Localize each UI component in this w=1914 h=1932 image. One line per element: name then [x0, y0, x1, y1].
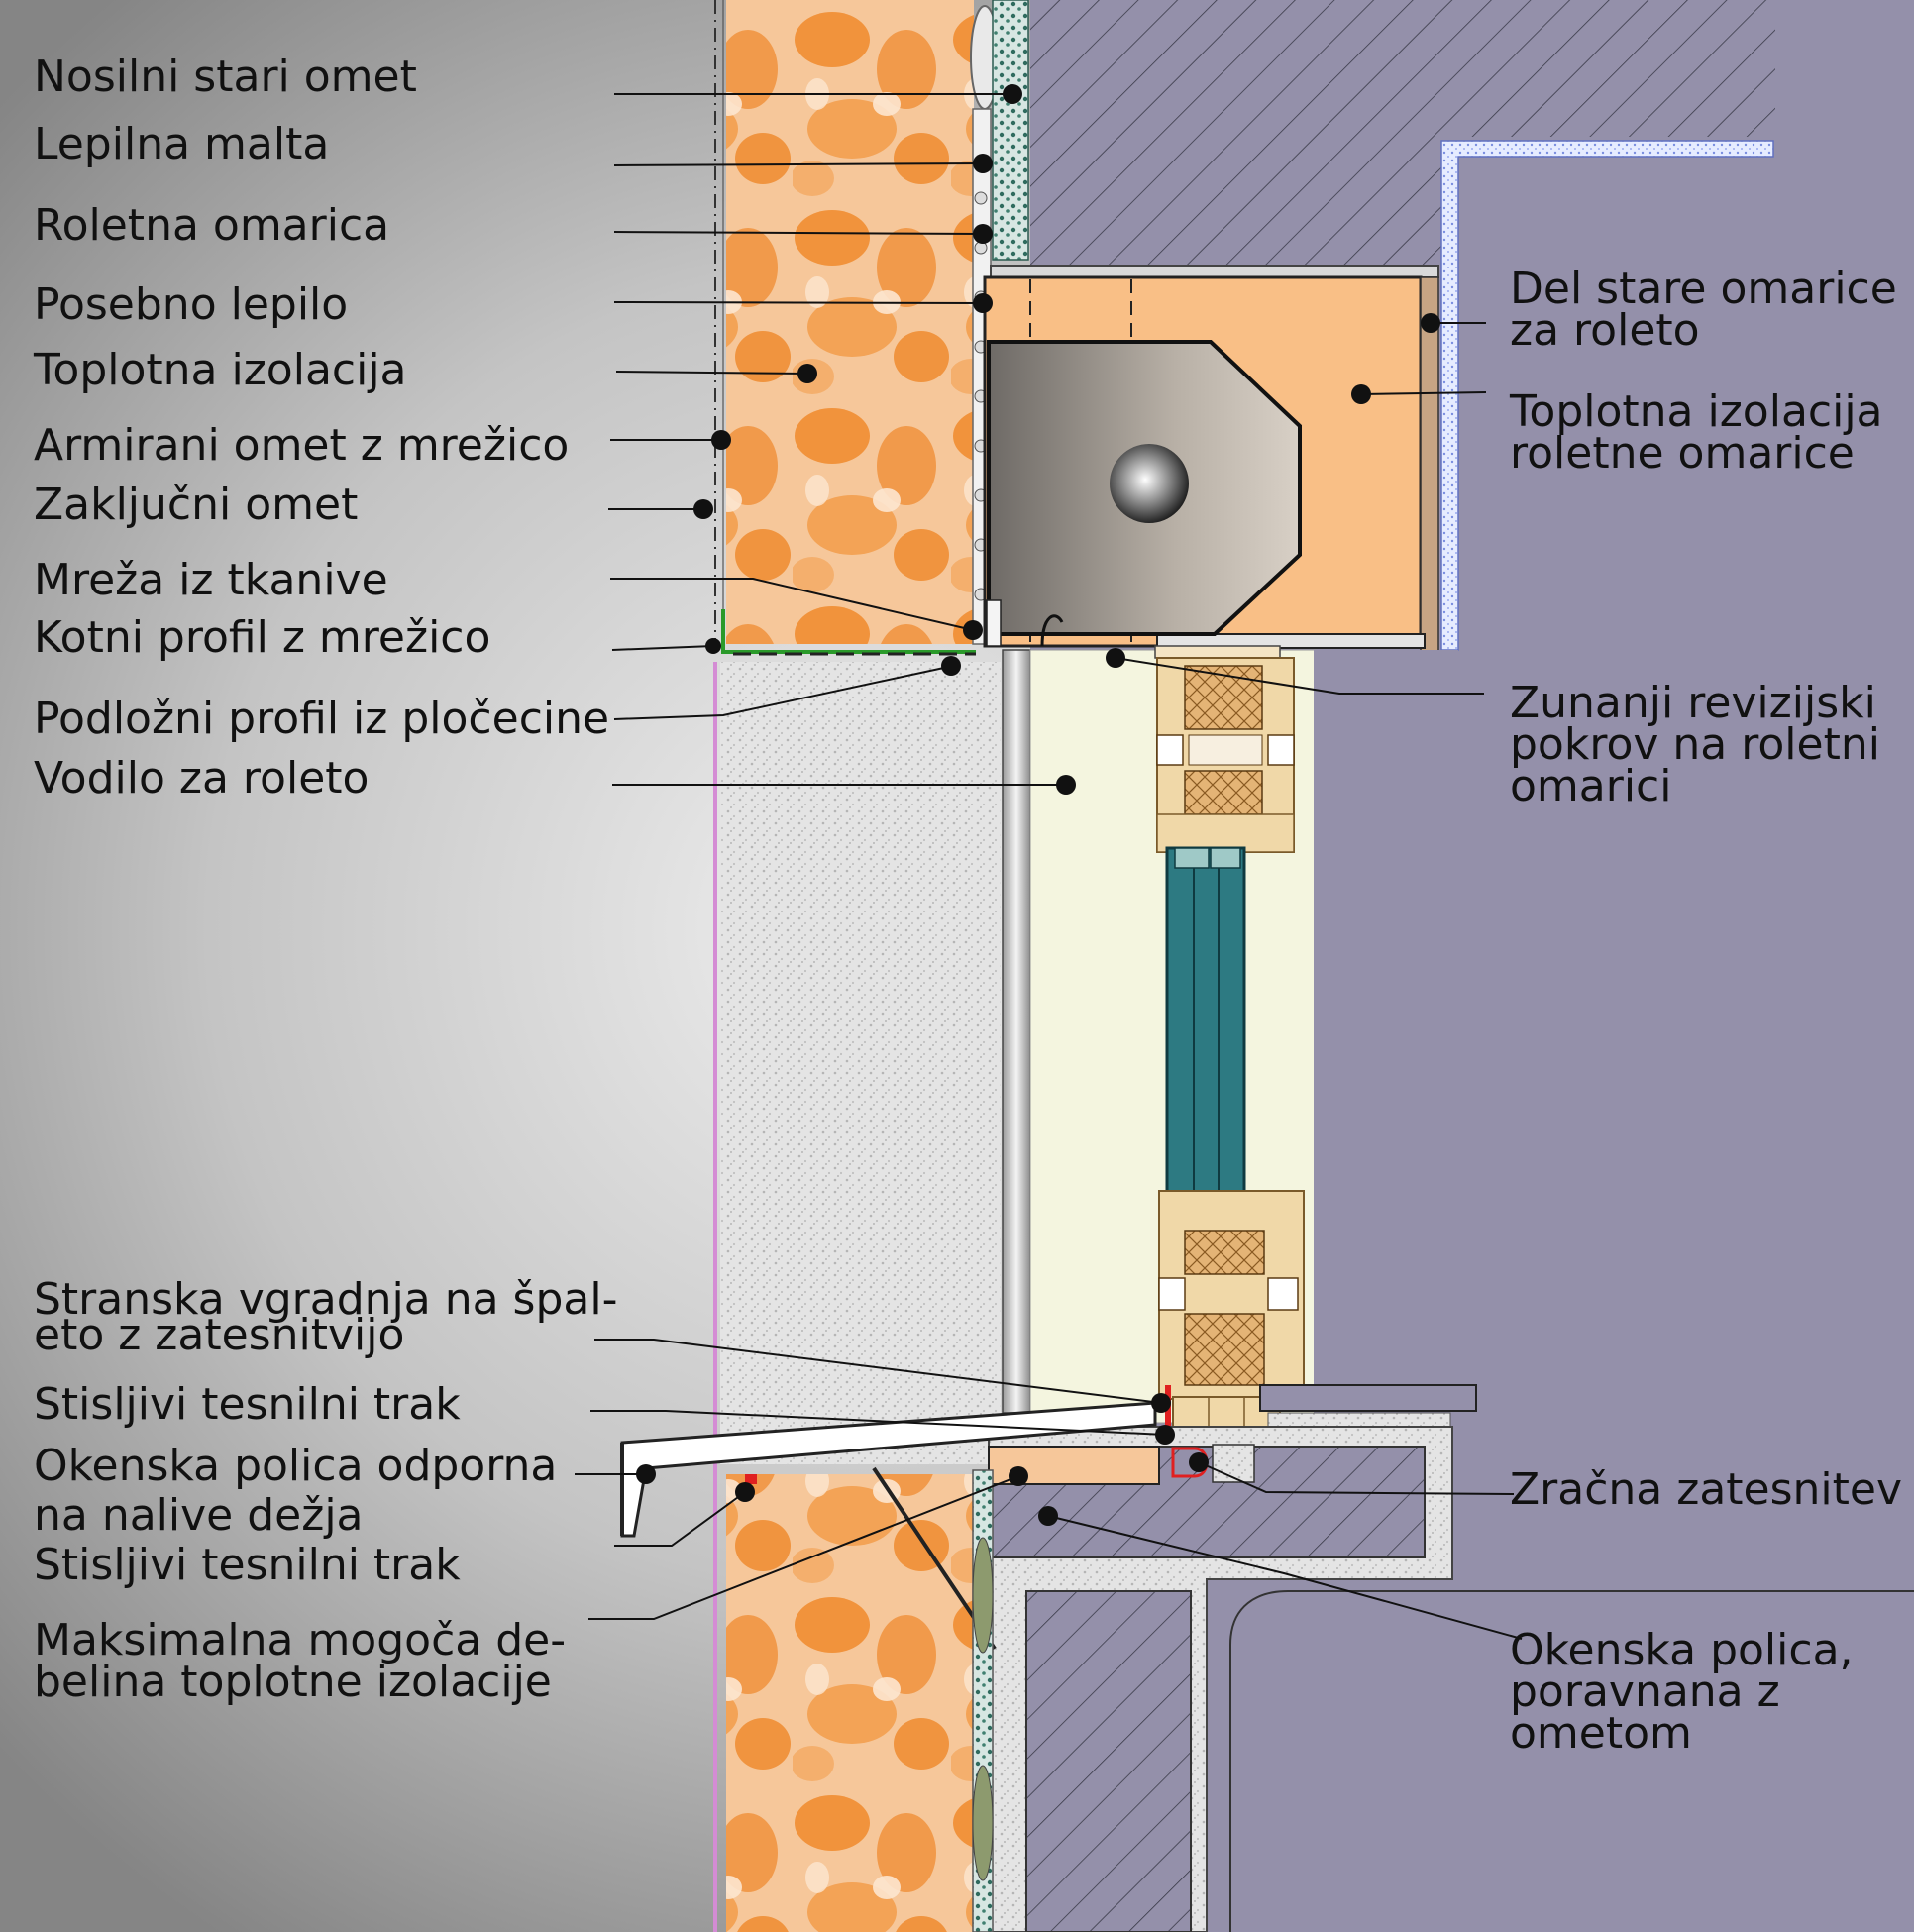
roller-axle [1110, 444, 1189, 523]
labels-right: Del stare omarice za roleto Toplotna izo… [1509, 264, 1902, 1759]
label-mreza-iz-tkanive: Mreža iz tkanive [34, 555, 388, 605]
lower-curve [1229, 1590, 1914, 1932]
label-armirani-omet: Armirani omet z mrežico [34, 420, 569, 471]
leader-lines [575, 93, 1166, 1620]
label-stisljivi-tesnilni-trak-2: Stisljivi tesnilni trak [34, 1540, 461, 1590]
label-del-stare-omarice-1: Del stare omarice [1510, 264, 1897, 314]
label-del-stare-omarice-2: za roleto [1510, 305, 1700, 356]
inner-sill [1259, 1384, 1477, 1412]
revision-cover [1154, 645, 1281, 659]
label-toplotna-izolacija: Toplotna izolacija [33, 345, 407, 395]
old-plaster [992, 0, 1029, 261]
label-vodilo-za-roleto: Vodilo za roleto [34, 753, 369, 804]
label-zakljucni-omet: Zaključni omet [34, 480, 358, 530]
label-zunanji-revizijski-2: pokrov na roletni [1510, 719, 1880, 770]
label-maksimalna-debelina-1: Maksimalna mogoča de- [34, 1615, 566, 1665]
label-okenska-polica-odporna-2: na nalive dežja [34, 1490, 364, 1541]
label-nosilni-stari-omet: Nosilni stari omet [34, 52, 417, 102]
roller-box-back [1420, 276, 1439, 653]
lintel-hatch [1030, 0, 1775, 137]
label-posebno-lepilo: Posebno lepilo [34, 279, 348, 330]
rail-guide [1002, 649, 1031, 1414]
air-seal-block [1212, 1444, 1255, 1483]
label-stranska-vgradnja-1: Stranska vgradnja na špal- [34, 1274, 617, 1325]
label-toplotna-izolacija-omarice-1: Toplotna izolacija [1509, 386, 1883, 437]
small-plate [986, 599, 1002, 647]
label-okenska-polica-poravnana-2: poravnana z [1510, 1666, 1780, 1717]
roller-hook [1040, 614, 1064, 647]
label-okenska-polica-odporna-1: Okenska polica odporna [34, 1441, 557, 1491]
glazing [1165, 846, 1246, 1217]
lower-hatch-main [1025, 1590, 1192, 1932]
lintel-hatch-2 [1030, 137, 1446, 269]
label-roletna-omarica: Roletna omarica [34, 200, 389, 251]
label-okenska-polica-poravnana-1: Okenska polica, [1510, 1625, 1854, 1675]
reveal-render [720, 662, 1001, 1464]
frame-column [1314, 650, 1458, 1423]
window-frame-upper [1156, 657, 1295, 853]
adhesive-lower-2 [972, 1765, 994, 1881]
leader-dots [636, 84, 1440, 1526]
label-stisljivi-tesnilni-trak-1: Stisljivi tesnilni trak [34, 1379, 461, 1430]
label-zunanji-revizijski-1: Zunanji revizijski [1510, 678, 1876, 728]
adhesive-lower-1 [972, 1537, 994, 1654]
corner-profile [721, 609, 976, 654]
sill-seal-red [745, 1474, 757, 1484]
roller-box-top [990, 265, 1439, 278]
label-toplotna-izolacija-omarice-2: roletne omarice [1510, 428, 1855, 479]
labels-left: Nosilni stari omet Lepilna malta Roletna… [33, 52, 617, 1707]
insulation-upper [726, 0, 974, 644]
roller-box-bottom [1156, 633, 1426, 649]
label-kotni-profil: Kotni profil z mrežico [34, 612, 490, 663]
label-podlozni-profil: Podložni profil iz pločecine [34, 694, 609, 744]
label-stranska-vgradnja-2: eto z zatesnitvijo [34, 1310, 404, 1360]
label-okenska-polica-poravnana-3: ometom [1510, 1708, 1692, 1759]
label-maksimalna-debelina-2: belina toplotne izolacije [34, 1657, 552, 1707]
insulation-lower [726, 1474, 974, 1932]
label-zracna-zatesnitev: Zračna zatesnitev [1510, 1464, 1902, 1515]
label-zunanji-revizijski-3: omarici [1510, 761, 1671, 811]
label-lepilna-malta: Lepilna malta [34, 119, 329, 169]
